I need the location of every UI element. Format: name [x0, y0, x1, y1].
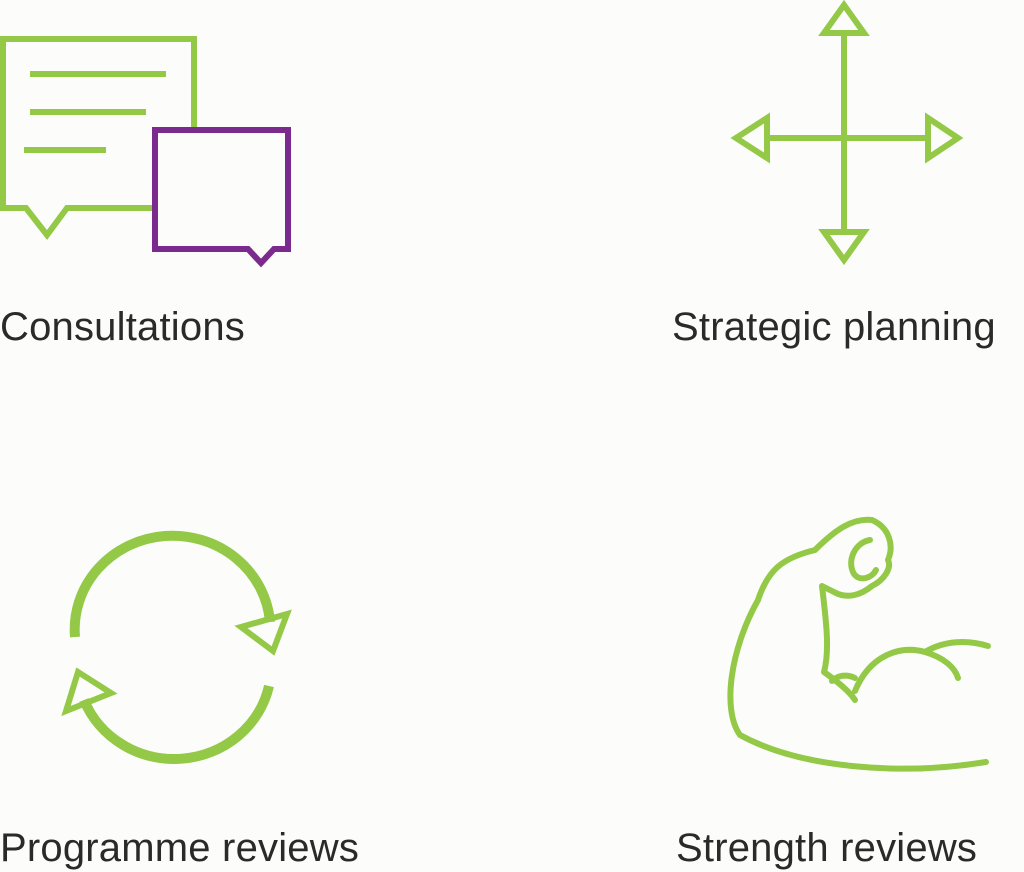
flexed-arm-icon: [727, 516, 991, 772]
consultations-label: Consultations: [0, 305, 245, 349]
four-way-arrows-icon: [730, 0, 964, 266]
strength-reviews-label: Strength reviews: [676, 826, 978, 870]
circular-arrows-icon: [61, 530, 292, 764]
strategic-planning-label: Strategic planning: [672, 305, 996, 349]
programme-reviews-label: Programme reviews: [0, 826, 360, 870]
speech-bubbles-icon: [0, 36, 291, 268]
